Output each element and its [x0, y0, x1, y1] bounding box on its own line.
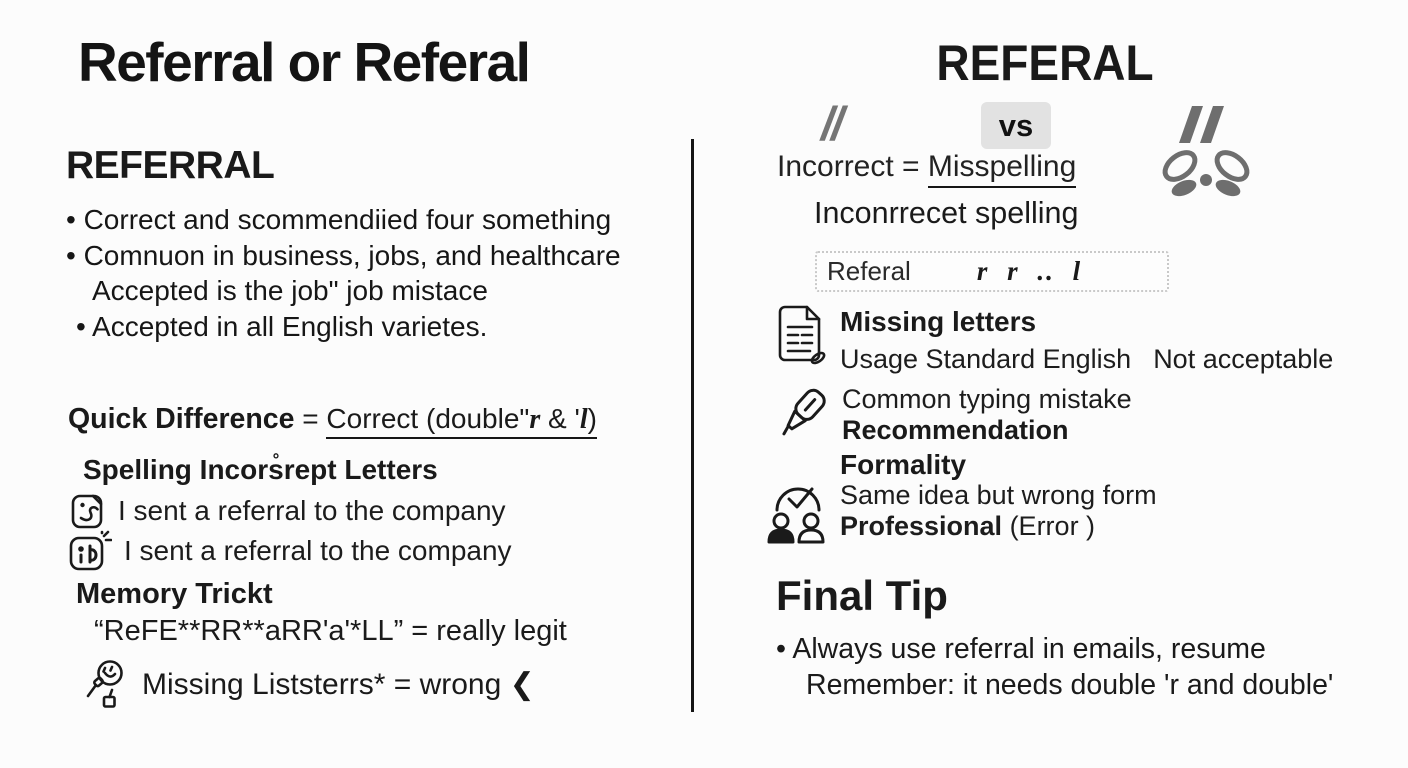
- memory-trick-heading: Memory Trickt: [76, 578, 273, 610]
- quote-ears-icon: [1156, 100, 1256, 206]
- bullet-item: • Correct and scommendiied four somethin…: [66, 204, 612, 235]
- answer-text: Correct (double": [326, 403, 530, 434]
- missing-letters-line: Missing Liststerrs* = wrong ❮: [142, 668, 535, 701]
- quick-difference-line: Quick Difference = Correct (double"r & '…: [68, 403, 597, 439]
- answer-text: ): [587, 403, 597, 434]
- feature-title: Recommendation: [842, 415, 1069, 445]
- page-title: Referral or Referal: [78, 31, 531, 93]
- answer-text: & ': [540, 403, 580, 434]
- spelling-heading: Spelling Incors̊rept Letters: [83, 454, 438, 485]
- quote-mark-icon: //: [821, 97, 844, 150]
- feature-line: Common typing mistake: [842, 384, 1132, 414]
- word-letters: r r .. l: [976, 256, 1083, 286]
- word-example-box: Referal r r .. l: [815, 251, 1169, 292]
- magnifier-face-icon: [82, 656, 132, 712]
- error-label: (Error ): [1002, 511, 1096, 541]
- word-referal: Referal: [827, 256, 911, 286]
- id-card-icon: [68, 530, 112, 572]
- memory-trick-line: “ReFE**RR**aRR'a'*LL” = really legit: [94, 615, 567, 647]
- left-section-heading: REFERRAL: [66, 144, 275, 187]
- incorrect-spelling-subtitle: Inconrrecet spelling: [814, 196, 1079, 230]
- letter-r: r: [529, 404, 541, 435]
- example-sentence: I sent a referral to the company: [118, 495, 506, 526]
- quick-difference-answer: Correct (double"r & 'l): [326, 403, 597, 439]
- document-pencil-icon: [772, 303, 830, 369]
- incorrect-line: Incorrect = Misspelling: [777, 150, 1077, 188]
- letter-l: l: [579, 404, 588, 435]
- left-bullet-list: • Correct and scommendiied four somethin…: [66, 202, 621, 344]
- feature-subtitle: Usage Standard English Not acceptable: [840, 344, 1333, 375]
- feature-line: Professional (Error ): [840, 511, 1095, 542]
- feature-sub-text: Usage Standard English: [840, 344, 1132, 374]
- feature-title: Missing letters: [840, 306, 1037, 337]
- vs-badge: vs: [981, 102, 1051, 149]
- bullet-item: Accepted is the jobʺ job mistace: [92, 275, 488, 306]
- people-check-icon: [766, 472, 832, 544]
- bullet-item: • Accepted in all English varietes.: [76, 310, 488, 342]
- final-tip-heading: Final Tip: [776, 572, 948, 619]
- feature-sub-text: Not acceptable: [1153, 344, 1334, 374]
- doc-squiggle-icon: [70, 493, 108, 531]
- equals-sign: =: [294, 403, 327, 434]
- misspelling-word: Misspelling: [927, 150, 1077, 188]
- bullet-item: • Comnuon in business, jobs, and healthc…: [66, 239, 621, 271]
- feature-title: Formality: [840, 449, 967, 480]
- marker-pen-icon: [768, 384, 832, 454]
- feature-line: Same idea but wrong form: [840, 480, 1157, 510]
- example-sentence: I sent a referral to the company: [124, 535, 512, 566]
- final-tip-bullet: • Always use referral in emails, resume: [776, 633, 1266, 665]
- column-divider: [691, 139, 694, 712]
- right-section-heading: REFERAL: [936, 35, 1154, 91]
- incorrect-label: Incorrect =: [777, 150, 928, 183]
- quick-difference-label: Quick Difference: [68, 403, 295, 435]
- final-tip-line2: Remember: it needs double 'r and double': [806, 669, 1334, 701]
- professional-label: Professional: [840, 511, 1003, 541]
